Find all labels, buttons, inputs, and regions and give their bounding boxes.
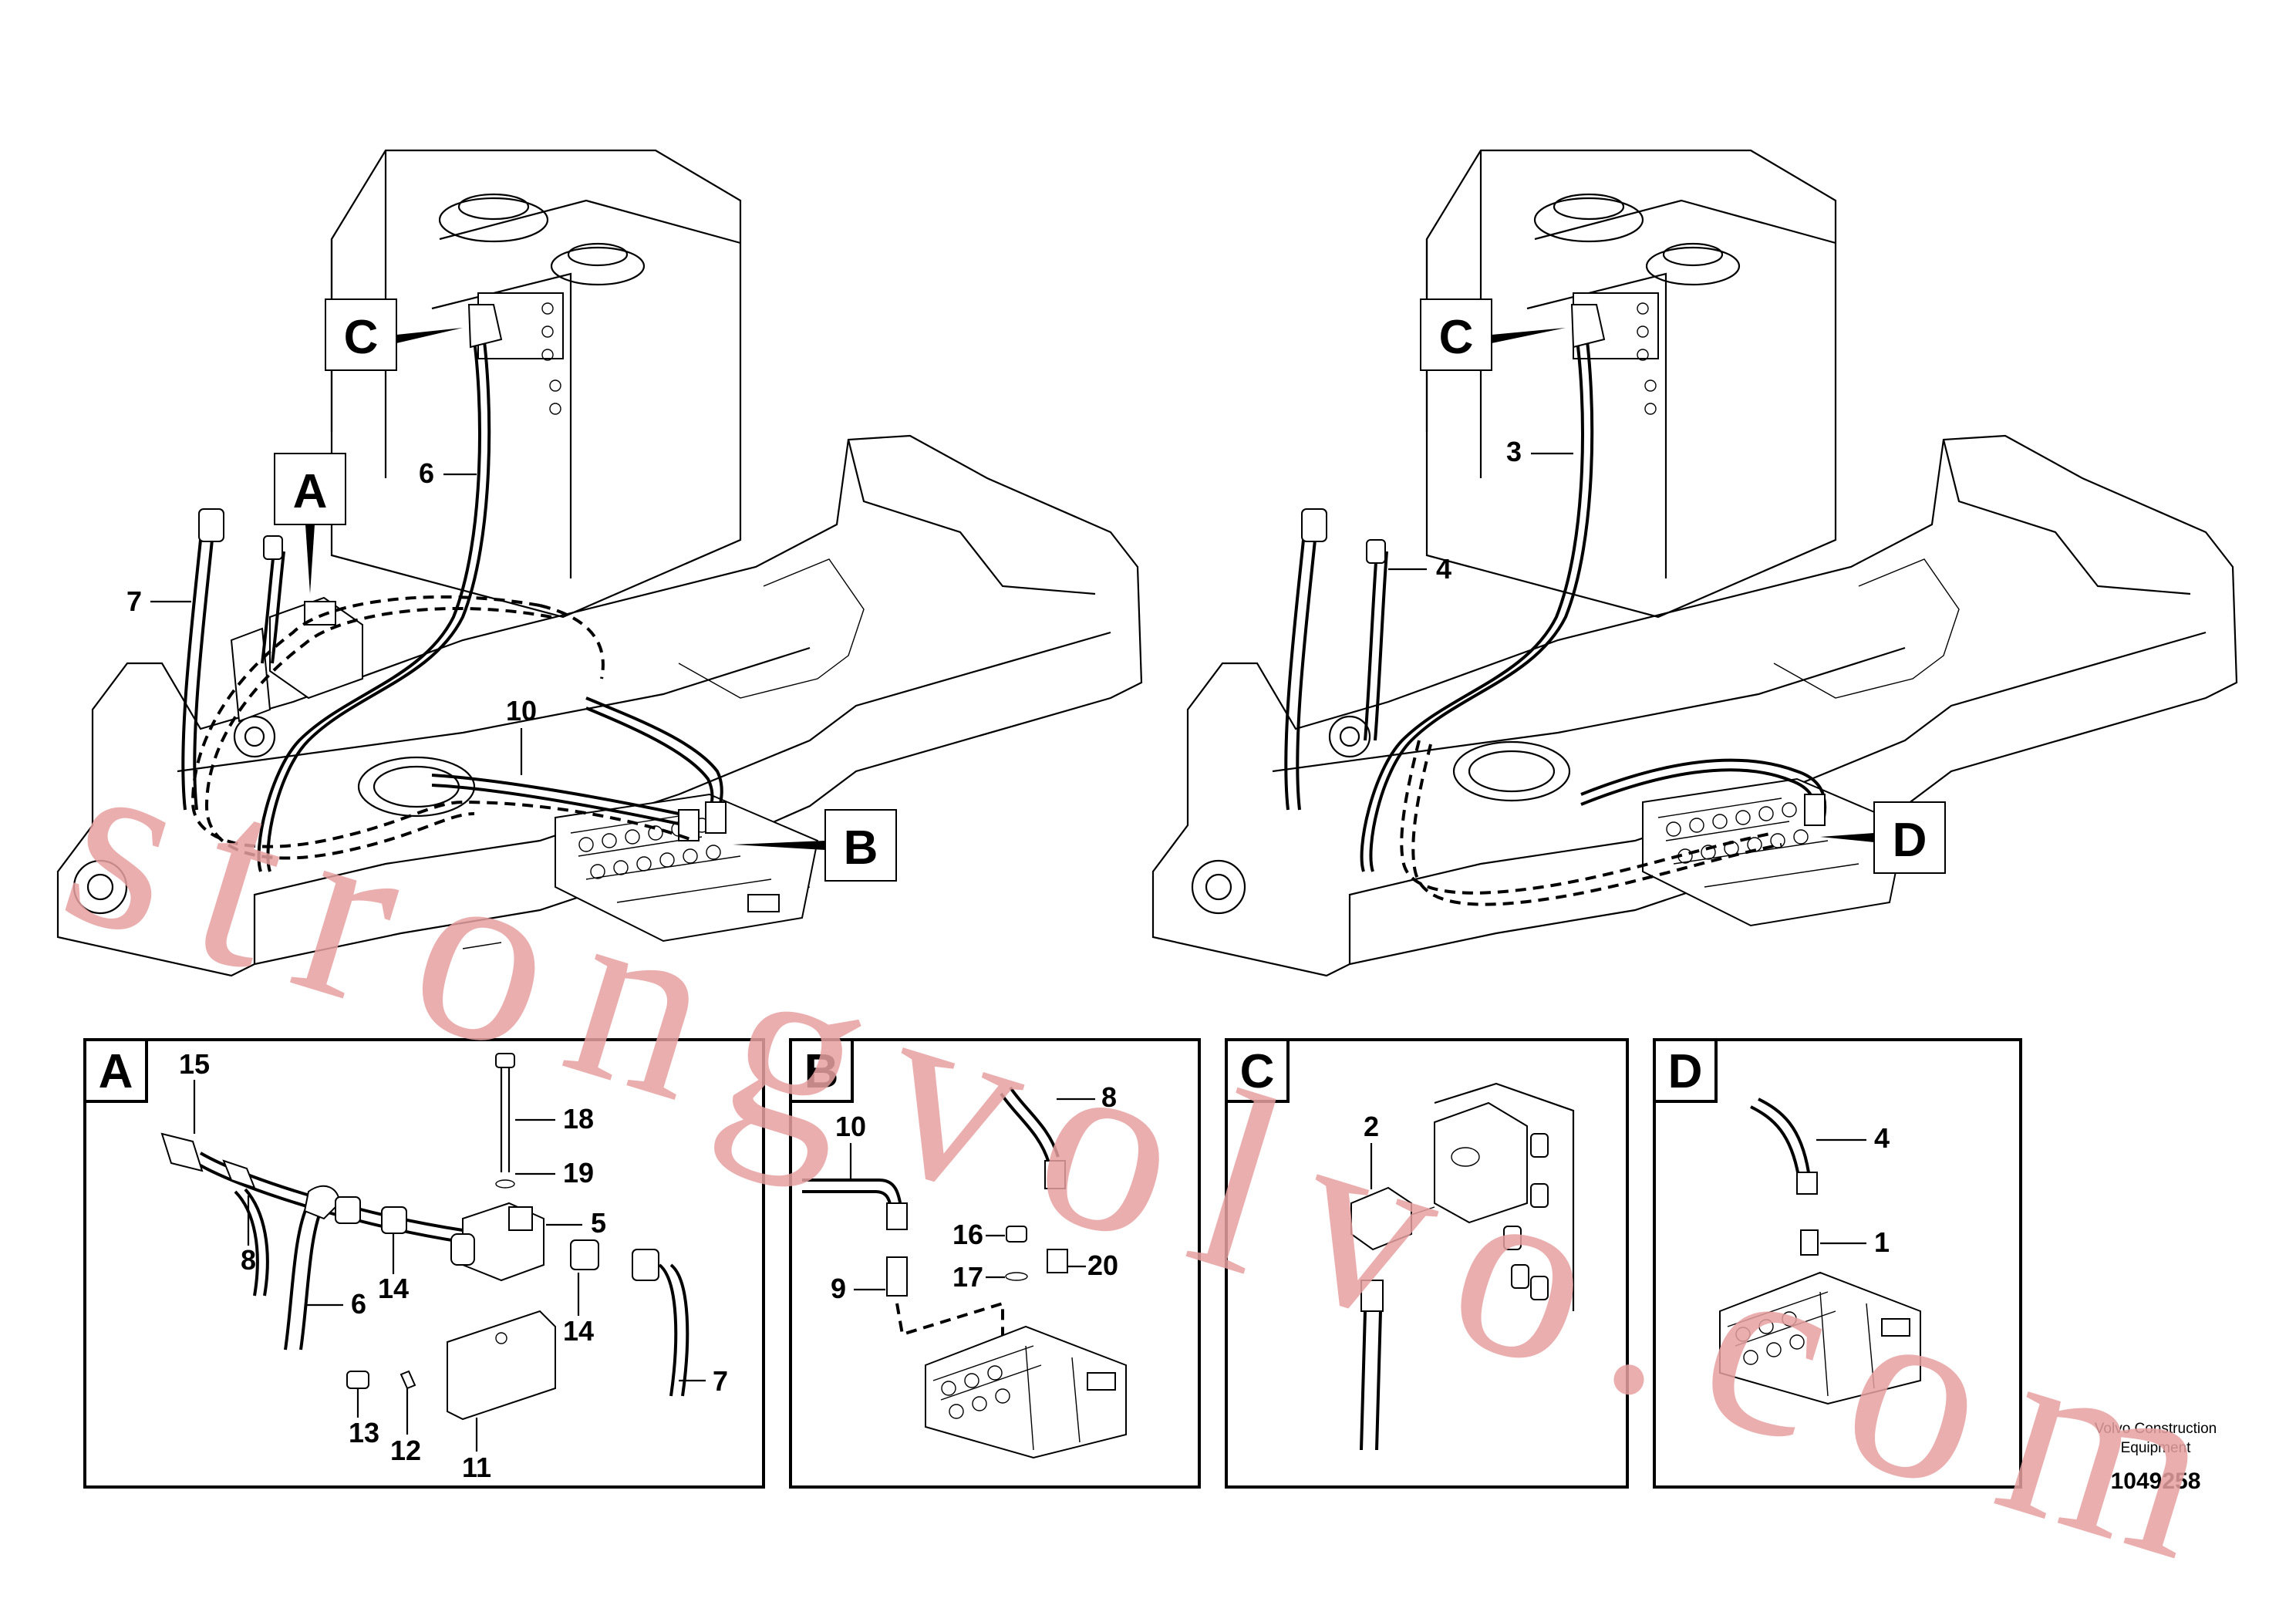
panelC-label-2: 2 [1364,1111,1379,1142]
right-control-valve [1642,777,1907,927]
part-label-6: 6 [419,457,434,489]
panelA-label-18: 18 [563,1103,594,1135]
detail-panel-D: D 4 1 [1653,1038,2022,1489]
right-callouts: C D 3 4 [1388,298,1946,874]
panelA-label-8: 8 [241,1244,256,1276]
credit-line-1: Volvo Construction [2095,1421,2217,1437]
panelA-label-7: 7 [713,1365,728,1397]
part-label-7: 7 [126,585,142,617]
detail-title-A: A [99,1045,133,1098]
credit-line-2: Equipment [2121,1440,2192,1456]
panelA-label-6: 6 [351,1288,366,1320]
left-pilot-valve [230,596,363,723]
callout-B: B [844,821,878,875]
callout-C-right: C [1439,311,1474,364]
panelA-label-13: 13 [349,1417,379,1448]
panelA-label-14b: 14 [563,1315,594,1347]
callout-box-D [1873,801,1946,874]
panelA-label-11: 11 [462,1452,491,1483]
panelB-label-17: 17 [952,1261,983,1293]
panelB-label-16: 16 [952,1219,983,1250]
panelA-label-19: 19 [563,1157,594,1189]
left-hydraulic-tank [330,149,742,619]
panelA-label-15: 15 [179,1048,210,1080]
detail-panel-C: C 2 [1225,1038,1629,1489]
detail-panel-A: A 15 18 19 5 8 [83,1038,765,1489]
detail-title-D: D [1668,1045,1703,1098]
part-label-10: 10 [506,695,537,727]
right-hoses [1284,304,1827,906]
left-hoses [181,304,727,872]
panelB-label-10: 10 [835,1111,866,1142]
callout-D: D [1893,814,1927,867]
left-assembly: C A B 6 7 10 [56,149,1143,977]
panelA-label-14a: 14 [378,1273,409,1304]
right-frame [1151,434,2238,977]
panelB-label-20: 20 [1087,1249,1118,1281]
panelA-label-5: 5 [591,1207,606,1239]
right-hydraulic-tank [1425,149,1837,619]
detail-title-B: B [804,1045,839,1098]
left-callouts: C A B 6 7 10 [126,298,897,882]
callout-A: A [293,465,328,518]
panelD-label-1: 1 [1874,1226,1890,1258]
panelB-label-8: 8 [1101,1081,1117,1113]
panelB-label-9: 9 [831,1273,846,1304]
panelA-label-12: 12 [390,1435,421,1466]
right-assembly: C D 3 4 [1151,149,2238,977]
panelD-label-4: 4 [1874,1122,1890,1154]
part-label-3: 3 [1506,436,1522,467]
part-label-4: 4 [1436,553,1451,585]
document-number: 1049258 [2111,1469,2201,1494]
callout-C: C [344,311,379,364]
detail-title-C: C [1240,1045,1275,1098]
detail-panel-B: B 10 8 16 17 20 9 [789,1038,1201,1489]
